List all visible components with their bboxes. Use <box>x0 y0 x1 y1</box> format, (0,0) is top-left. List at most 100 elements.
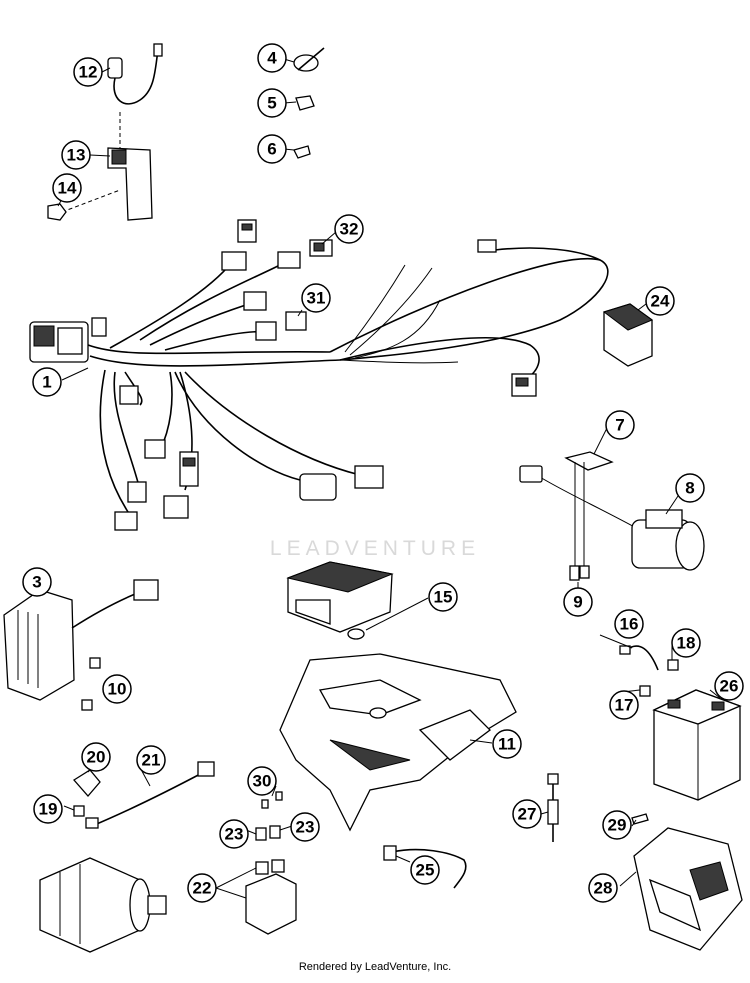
relay-connector <box>309 239 333 257</box>
callout-15: 15 <box>428 582 458 612</box>
starter-motor <box>39 857 167 953</box>
svg-text:32: 32 <box>340 220 359 239</box>
callout-21: 21 <box>136 745 166 775</box>
holding-plate-11 <box>279 653 517 832</box>
callout-17: 17 <box>609 690 639 720</box>
harness-connector-low-f <box>163 495 189 519</box>
callout-4: 4 <box>257 43 287 73</box>
voltage-regulator <box>3 579 159 701</box>
harness-connector-low-e <box>179 451 199 487</box>
callout-14: 14 <box>52 173 82 203</box>
bracket-7 <box>564 451 614 581</box>
svg-text:23: 23 <box>296 818 315 837</box>
svg-text:28: 28 <box>594 879 613 898</box>
callout-10: 10 <box>102 674 132 704</box>
svg-text:5: 5 <box>267 94 276 113</box>
callout-7: 7 <box>605 410 635 440</box>
battery-26 <box>652 689 742 801</box>
svg-text:15: 15 <box>434 588 453 607</box>
fuse-box-22 <box>215 859 297 935</box>
callout-5: 5 <box>257 88 287 118</box>
svg-text:30: 30 <box>253 772 272 791</box>
callout-26: 26 <box>714 671 744 701</box>
callout-25: 25 <box>410 855 440 885</box>
callout-19: 19 <box>33 794 63 824</box>
battery-holder-28 <box>633 827 743 951</box>
svg-text:8: 8 <box>685 479 694 498</box>
fuse-23 <box>255 825 281 841</box>
svg-text:13: 13 <box>67 146 86 165</box>
callout-11: 11 <box>492 729 522 759</box>
callout-28: 28 <box>588 873 618 903</box>
callout-29: 29 <box>602 810 632 840</box>
callout-6: 6 <box>257 134 287 164</box>
svg-text:22: 22 <box>193 879 212 898</box>
harness-connector-top-c <box>277 251 301 269</box>
svg-text:6: 6 <box>267 140 276 159</box>
svg-text:26: 26 <box>720 677 739 696</box>
nut-17 <box>639 685 651 697</box>
callout-1: 1 <box>32 367 62 397</box>
cable-clip <box>295 95 315 111</box>
svg-text:25: 25 <box>416 861 435 880</box>
callout-13: 13 <box>61 140 91 170</box>
harness-connector-low-d <box>114 511 138 531</box>
harness-connector-low-c <box>127 481 147 503</box>
battery-cable-16 <box>619 645 659 671</box>
callout-3: 3 <box>22 567 52 597</box>
harness-connector-top-right <box>477 239 497 253</box>
svg-text:1: 1 <box>42 373 51 392</box>
screw-18 <box>667 659 679 671</box>
callout-20: 20 <box>81 742 111 772</box>
svg-text:18: 18 <box>677 634 696 653</box>
callout-31: 31 <box>301 283 331 313</box>
svg-text:17: 17 <box>615 696 634 715</box>
harness-connector-low-h <box>354 465 384 489</box>
harness-connector-top-a <box>237 219 257 243</box>
svg-text:7: 7 <box>615 416 624 435</box>
cable-25 <box>383 845 467 889</box>
harness-connector-low-a <box>119 385 139 405</box>
callout-23a: 23 <box>219 819 249 849</box>
cable-21 <box>85 761 215 829</box>
svg-text:9: 9 <box>573 593 582 612</box>
svg-text:29: 29 <box>608 816 627 835</box>
callout-23b: 23 <box>290 812 320 842</box>
fuse-holder-27 <box>547 773 559 842</box>
screw-29 <box>631 813 649 825</box>
svg-text:20: 20 <box>87 748 106 767</box>
main-wiring-harness <box>29 219 609 531</box>
harness-connector-right <box>511 373 537 397</box>
callout-8: 8 <box>675 473 705 503</box>
cable-holder <box>293 145 311 159</box>
callout-18: 18 <box>671 628 701 658</box>
svg-text:31: 31 <box>307 289 326 308</box>
svg-text:3: 3 <box>32 573 41 592</box>
cap-20 <box>73 769 101 797</box>
connector-plug <box>285 311 307 331</box>
relay-cover <box>602 303 654 367</box>
harness-connector-left <box>91 317 107 337</box>
svg-text:19: 19 <box>39 800 58 819</box>
starter-motor-8 <box>519 465 705 571</box>
watermark-text: LEADVENTURE <box>269 537 481 560</box>
callout-9: 9 <box>563 587 593 617</box>
callout-16: 16 <box>614 609 644 639</box>
control-unit <box>286 561 394 633</box>
harness-connector-top-b <box>221 251 247 271</box>
cable-tie <box>293 47 325 72</box>
fuse-30 <box>261 791 283 809</box>
callout-32: 32 <box>334 214 364 244</box>
svg-text:14: 14 <box>58 179 77 198</box>
rubber-bushing-15 <box>347 628 365 640</box>
switch-assembly <box>47 43 163 221</box>
leader-lines <box>57 58 721 887</box>
harness-connector-top-d <box>243 291 267 311</box>
svg-text:23: 23 <box>225 825 244 844</box>
harness-connector-low-g <box>299 473 337 501</box>
harness-main-connector <box>29 321 89 363</box>
svg-text:4: 4 <box>267 49 277 68</box>
svg-text:10: 10 <box>108 680 127 699</box>
svg-text:12: 12 <box>79 63 98 82</box>
